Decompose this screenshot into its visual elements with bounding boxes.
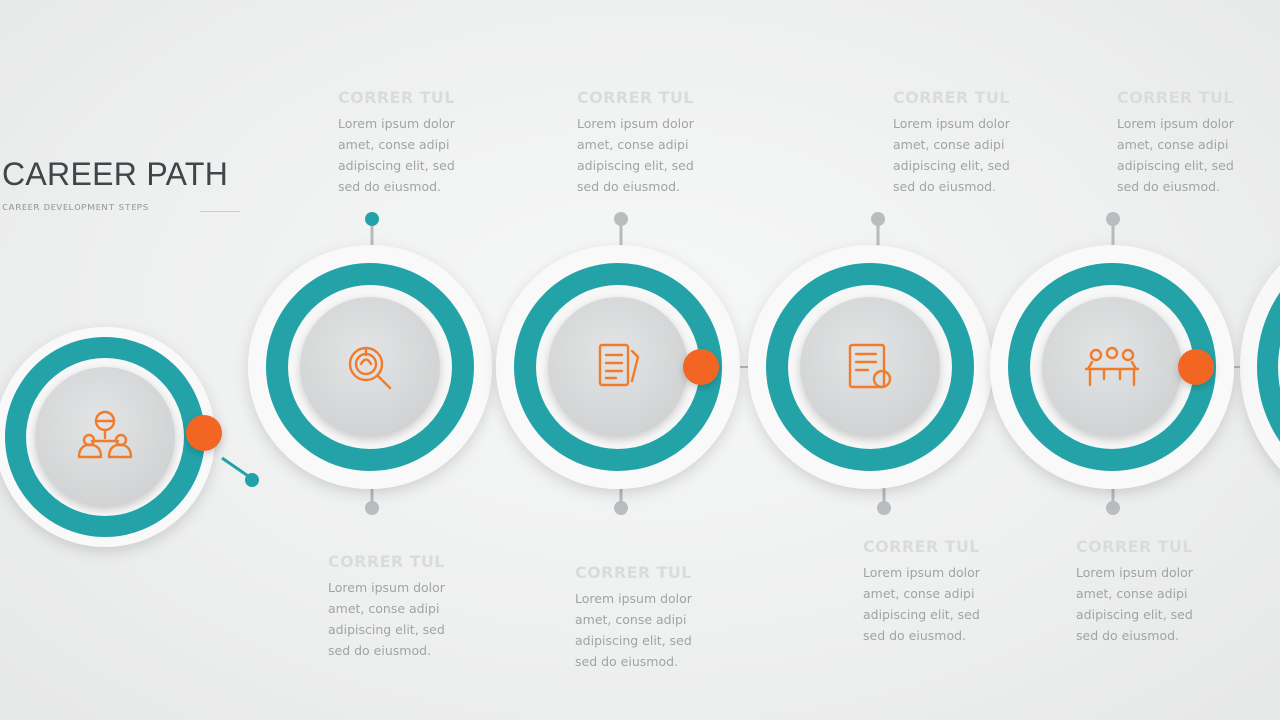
step-title: CORRER TUL: [1076, 537, 1193, 556]
team-meeting-icon: [1084, 346, 1140, 387]
step-description-line: sed do eiusmod.: [863, 628, 966, 643]
icon-part: [348, 346, 384, 382]
step-description-line: sed do eiusmod.: [575, 654, 678, 669]
step-text-block: CORRER TUL Lorem ipsum dolor amet, conse a…: [893, 88, 1043, 197]
icon-part: [854, 352, 878, 372]
step-description-line: adipiscing elit, sed: [338, 158, 455, 173]
step-description-line: adipiscing elit, sed: [1117, 158, 1234, 173]
step-title: CORRER TUL: [338, 88, 455, 107]
stem-dot: [1106, 212, 1120, 226]
search-idea-icon: [348, 346, 392, 390]
step-description-line: Lorem ipsum dolor: [863, 565, 980, 580]
step-title: CORRER TUL: [863, 537, 980, 556]
icon-part: [1105, 346, 1119, 360]
career-step-node: [496, 245, 740, 489]
orange-marker: [186, 415, 222, 451]
step-description-line: amet, conse adipi: [575, 612, 687, 627]
connector-diagonal: [221, 456, 259, 487]
step-description-line: amet, conse adipi: [338, 137, 450, 152]
step-title: CORRER TUL: [328, 552, 445, 571]
icon-part: [114, 433, 128, 447]
step-description-line: amet, conse adipi: [1117, 137, 1229, 152]
step-inner-disc: [800, 297, 940, 437]
step-text-block: CORRER TUL Lorem ipsum dolor amet, conse a…: [575, 563, 725, 672]
step-description-line: amet, conse adipi: [863, 586, 975, 601]
step-description-line: sed do eiusmod.: [1117, 179, 1220, 194]
step-description-line: amet, conse adipi: [893, 137, 1005, 152]
icon-part: [604, 349, 640, 383]
step-description-line: adipiscing elit, sed: [575, 633, 692, 648]
career-step-node: [990, 245, 1234, 489]
step-title: CORRER TUL: [1117, 88, 1234, 107]
page-subtitle: ᴄᴀʀᴇᴇʀ ᴅᴇᴠᴇʟᴏᴘᴍᴇɴᴛ sᴛᴇᴘs: [2, 200, 149, 213]
icon-part: [1121, 348, 1135, 362]
orange-marker: [1178, 349, 1214, 385]
diagonal-dot: [245, 473, 259, 487]
step-title: CORRER TUL: [577, 88, 694, 107]
step-title: CORRER TUL: [893, 88, 1010, 107]
step-inner-disc: [1042, 297, 1182, 437]
leader-team-icon: [77, 410, 133, 459]
step-text-block: CORRER TUL Lorem ipsum dolor amet, conse a…: [863, 537, 1013, 646]
step-description-line: Lorem ipsum dolor: [575, 591, 692, 606]
step-description-line: adipiscing elit, sed: [893, 158, 1010, 173]
step-description-line: amet, conse adipi: [577, 137, 689, 152]
step-inner-disc: [300, 297, 440, 437]
icon-part: [1089, 348, 1103, 362]
stem-dot: [877, 501, 891, 515]
step-text-block: CORRER TUL Lorem ipsum dolor amet, conse a…: [577, 88, 727, 197]
step-description-line: adipiscing elit, sed: [863, 607, 980, 622]
step-description-line: Lorem ipsum dolor: [893, 116, 1010, 131]
orange-marker: [683, 349, 719, 385]
step-description-line: sed do eiusmod.: [1076, 628, 1179, 643]
step-title: CORRER TUL: [575, 563, 692, 582]
step-text-block: CORRER TUL Lorem ipsum dolor amet, conse a…: [1117, 88, 1267, 197]
career-step-node: [248, 245, 492, 489]
resume-document-icon: [598, 343, 640, 387]
icon-part: [872, 369, 892, 389]
career-step-node: [0, 327, 215, 547]
step-description-line: Lorem ipsum dolor: [1117, 116, 1234, 131]
stem-dot: [871, 212, 885, 226]
stem-dot: [365, 212, 379, 226]
step-description-line: adipiscing elit, sed: [577, 158, 694, 173]
subtitle-divider: [200, 211, 240, 212]
step-text-block: CORRER TUL Lorem ipsum dolor amet, conse a…: [338, 88, 488, 197]
icon-part: [598, 343, 630, 387]
certificate-icon: [848, 343, 892, 389]
step-description-line: Lorem ipsum dolor: [577, 116, 694, 131]
stem-dot: [614, 212, 628, 226]
partial-teal-ring: [1257, 292, 1280, 442]
step-description-line: sed do eiusmod.: [328, 643, 431, 658]
step-description-line: sed do eiusmod.: [577, 179, 680, 194]
step-description-line: Lorem ipsum dolor: [1076, 565, 1193, 580]
icon-part: [90, 419, 120, 443]
partial-step-ring: [1240, 265, 1280, 469]
page-title: CAREER PATH: [2, 156, 229, 192]
icon-part: [848, 343, 886, 389]
stem-dot: [614, 501, 628, 515]
step-inner-disc: [548, 297, 688, 437]
stem-dot: [365, 501, 379, 515]
icon-part: [359, 348, 392, 390]
step-text-block: CORRER TUL Lorem ipsum dolor amet, conse a…: [1076, 537, 1226, 646]
step-description-line: sed do eiusmod.: [338, 179, 441, 194]
icon-part: [82, 433, 96, 447]
step-description-line: sed do eiusmod.: [893, 179, 996, 194]
step-text-block: CORRER TUL Lorem ipsum dolor amet, conse a…: [328, 552, 478, 661]
step-description-line: adipiscing elit, sed: [328, 622, 445, 637]
step-description-line: Lorem ipsum dolor: [328, 580, 445, 595]
career-step-node: [748, 245, 992, 489]
stem-dot: [1106, 501, 1120, 515]
diagonal-line: [221, 456, 252, 480]
step-description-line: adipiscing elit, sed: [1076, 607, 1193, 622]
step-description-line: amet, conse adipi: [1076, 586, 1188, 601]
step-description-line: Lorem ipsum dolor: [338, 116, 455, 131]
step-description-line: amet, conse adipi: [328, 601, 440, 616]
icon-part: [1084, 360, 1140, 387]
